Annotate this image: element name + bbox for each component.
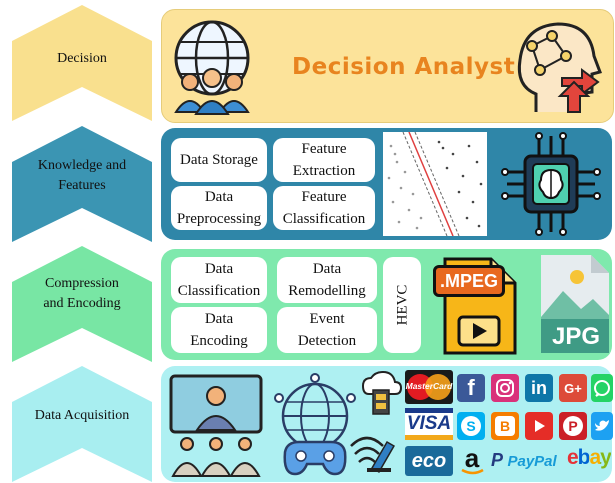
wireless-signal-icon xyxy=(350,436,395,474)
gaming-network-icon xyxy=(274,373,356,476)
twitter-bird-glyph xyxy=(595,420,609,431)
paypal-p-icon: P xyxy=(491,450,504,470)
layer-label-line: Features xyxy=(58,178,106,193)
chevron-shape xyxy=(12,5,152,121)
decision-title: Decision Analyst xyxy=(292,54,516,80)
mpeg-label: .MPEG xyxy=(439,271,498,291)
layer-chevron-compression: Compression and Encoding xyxy=(12,246,152,362)
decision-panel: Decision Analyst xyxy=(161,9,614,123)
layer-label-line: Knowledge and xyxy=(37,158,127,173)
paypal-logo: P PayPal xyxy=(491,450,565,474)
data-preprocessing-box: Data Preprocessing xyxy=(171,186,267,230)
pinterest-icon: P xyxy=(559,412,587,440)
layer-chevron-acquisition: Data Acquisition xyxy=(12,366,152,482)
layer-label-decision: Decision xyxy=(12,49,152,69)
facebook-icon: f xyxy=(457,374,485,402)
data-remodelling-box: Data Remodelling xyxy=(277,257,377,303)
globe-people-icon xyxy=(174,20,250,115)
layer-label-knowledge: Knowledge and Features xyxy=(12,156,152,196)
youtube-icon xyxy=(525,412,553,440)
blogger-label: B xyxy=(495,416,515,436)
box-label: Data Storage xyxy=(180,152,258,168)
amazon-logo: a xyxy=(457,443,487,476)
layer-label-line: Decision xyxy=(57,51,107,66)
youtube-play-glyph xyxy=(535,420,545,432)
data-classification-box: Data Classification xyxy=(171,257,267,303)
instagram-icon xyxy=(491,374,519,402)
layer-label-acquisition: Data Acquisition xyxy=(12,406,152,426)
layer-label-line: Compression xyxy=(45,276,119,291)
event-detection-box: Event Detection xyxy=(277,307,377,353)
chevron-shape xyxy=(12,246,152,362)
compression-panel: Data Classification Data Remodelling Dat… xyxy=(161,249,612,360)
blogger-icon: B xyxy=(491,412,519,440)
skype-label: S xyxy=(461,416,481,436)
acquisition-panel: MasterCard VISA eco f in G+ S B P a P Pa… xyxy=(161,366,613,482)
decision-head-icon xyxy=(517,22,602,113)
jpg-label: JPG xyxy=(551,323,601,350)
jpg-file-icon xyxy=(541,255,609,353)
chevron-shape xyxy=(12,366,152,482)
linkedin-icon: in xyxy=(525,374,553,402)
googleplus-icon: G+ xyxy=(559,374,587,402)
box-label: Preprocessing xyxy=(176,211,262,227)
mastercard-orange-circle xyxy=(425,374,451,400)
box-label: Feature xyxy=(301,189,347,205)
layer-label-compression: Compression and Encoding xyxy=(12,274,152,314)
eco-logo: eco xyxy=(405,446,453,476)
box-label: Encoding xyxy=(190,333,248,349)
eco-label: eco xyxy=(411,450,447,472)
mpeg-badge: .MPEG xyxy=(433,265,505,297)
mastercard-logo: MasterCard xyxy=(405,370,453,404)
skype-icon: S xyxy=(457,412,485,440)
ebay-label: ebay xyxy=(567,446,612,469)
visa-logo: VISA xyxy=(405,408,453,440)
instagram-glyph xyxy=(496,379,514,397)
box-label: Detection xyxy=(297,333,357,349)
data-storage-box: Data Storage xyxy=(171,138,267,182)
ebay-logo: ebay xyxy=(567,446,613,474)
data-encoding-box: Data Encoding xyxy=(171,307,267,353)
chevron-shape xyxy=(12,126,152,242)
box-label: Data xyxy=(312,261,342,277)
layer-label-line: and Encoding xyxy=(43,296,121,311)
pinterest-label: P xyxy=(563,416,583,436)
amazon-smile-glyph xyxy=(461,468,484,475)
box-label: Classification xyxy=(282,211,366,227)
facebook-label: f xyxy=(467,375,475,400)
mastercard-label: MasterCard xyxy=(405,381,453,391)
whatsapp-icon xyxy=(591,374,613,402)
feature-extraction-box: Feature Extraction xyxy=(273,138,375,182)
twitter-icon xyxy=(591,412,613,440)
hevc-box: HEVC xyxy=(383,257,421,353)
box-label: Classification xyxy=(177,283,261,299)
amazon-label: a xyxy=(464,443,480,473)
box-label: Data xyxy=(204,311,234,327)
linkedin-label: in xyxy=(531,377,547,398)
hevc-label: HEVC xyxy=(394,284,410,326)
scatter-plot-image xyxy=(383,132,487,236)
box-label: Remodelling xyxy=(288,283,366,299)
paypal-label: PayPal xyxy=(507,453,557,470)
box-label: Data xyxy=(204,261,234,277)
knowledge-panel: Data Storage Feature Extraction Data Pre… xyxy=(161,128,612,240)
layer-chevron-knowledge: Knowledge and Features xyxy=(12,126,152,242)
ai-chip-icon xyxy=(501,132,601,236)
video-conference-icon xyxy=(169,374,263,477)
box-label: Extraction xyxy=(292,163,356,179)
visa-label: VISA xyxy=(406,413,452,434)
layer-chevron-decision: Decision xyxy=(12,5,152,121)
box-label: Data xyxy=(204,189,234,205)
feature-classification-box: Feature Classification xyxy=(273,186,375,230)
layer-label-line: Data Acquisition xyxy=(34,408,130,423)
cloud-video-icon xyxy=(361,370,403,415)
whatsapp-glyph xyxy=(594,380,610,397)
googleplus-label: G+ xyxy=(564,380,582,396)
box-label: Feature xyxy=(301,141,347,157)
box-label: Event xyxy=(309,311,345,327)
